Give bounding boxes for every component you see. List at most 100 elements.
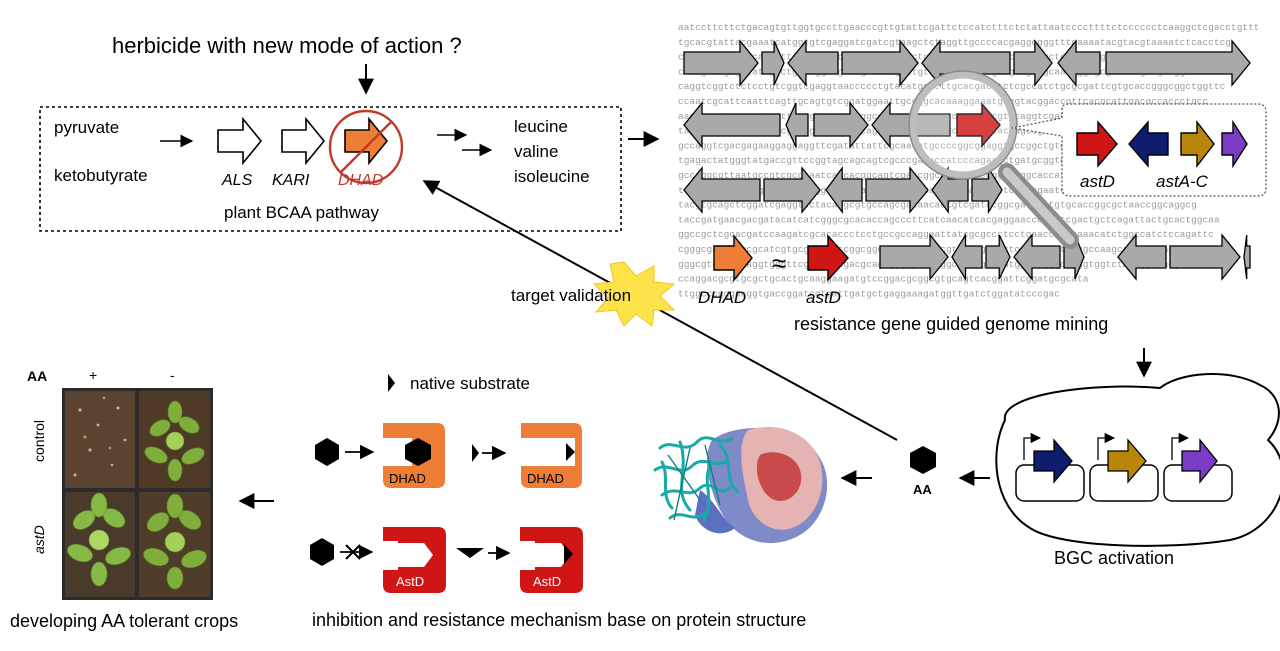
genome-gene-arrow	[985, 234, 1011, 280]
product-valine: valine	[514, 142, 558, 161]
genome-gene-arrow	[841, 39, 919, 87]
equiv-astd-label: astD	[806, 288, 841, 307]
herbicide-question: herbicide with new mode of action ?	[112, 33, 462, 58]
sequence-line: gccaggcgttaatgccgtcgcggaatcaccacggcagtcg…	[678, 170, 1203, 181]
dhad-enzyme-2	[521, 423, 582, 488]
genome-gene-arrow	[785, 102, 809, 148]
genome-gene-arrow	[787, 39, 839, 87]
operon-1	[1015, 432, 1085, 502]
aa-inhibitor-icon-2	[310, 538, 334, 566]
als-gene-arrow	[217, 116, 263, 166]
astd-enzyme-1	[383, 527, 446, 593]
bgc-caption: BGC activation	[1054, 548, 1174, 568]
genome-panel: aatccttcttctgacagtgttggtgccttgaacccgttgt…	[678, 22, 1280, 334]
genome-gene-arrow	[1243, 234, 1251, 280]
substrate-ketobutyrate: ketobutyrate	[54, 166, 148, 185]
product-leucine: leucine	[514, 117, 568, 136]
genome-gene-arrow	[1057, 39, 1101, 87]
genome-caption: resistance gene guided genome mining	[794, 314, 1108, 334]
genome-gene-arrow	[865, 166, 929, 214]
substrate-pyruvate: pyruvate	[54, 118, 119, 137]
native-substrate-icon-2	[456, 548, 484, 558]
sequence-line: ccaatcgcattcaattcagttgcagtgtcggatggaattg…	[678, 96, 1208, 107]
genome-gene-arrow	[879, 233, 949, 281]
plant-column-minus: -	[170, 367, 175, 383]
no-binding-icon	[345, 544, 361, 560]
pathway-panel: herbicide with new mode of action ? pyru…	[39, 33, 622, 232]
plant-panel: AA + - control astD	[10, 367, 238, 631]
bgc-activation-panel: BGC activation	[995, 372, 1280, 568]
sequence-line: tacgtgcagctcggatcgaggtcctacaagcgtgccagcg…	[678, 200, 1197, 211]
aa-label: AA	[913, 482, 932, 497]
operon-2	[1089, 432, 1159, 502]
aa-compound-icon	[910, 446, 936, 474]
cluster-gene-astb	[1180, 119, 1215, 169]
kari-gene-arrow	[281, 116, 326, 166]
gene-cluster-callout: astD astA-C	[1011, 103, 1267, 197]
plant-photo-control-minus	[139, 391, 210, 488]
genome-gene-arrow	[683, 39, 759, 87]
genome-gene-arrow	[683, 101, 781, 149]
native-substrate-icon-1	[472, 444, 479, 462]
genome-gene-arrow	[1105, 39, 1251, 87]
dhad-label-1: DHAD	[389, 471, 426, 486]
sequence-line: caggtcggtctctcctgtcggtcgaggtaaccccctgtac…	[678, 81, 1226, 92]
plant-photo-astd-plus	[65, 492, 135, 597]
genome-gene-arrow	[763, 166, 821, 214]
sequence-line: ttggcccgggacggtgaccggatcgtgattgatgctgagg…	[678, 288, 1060, 299]
enzyme-kari: KARI	[272, 172, 310, 189]
astd-label-1: AstD	[396, 574, 424, 589]
pathway-box	[39, 106, 622, 232]
genome-gene-arrow	[825, 166, 863, 214]
cluster-gene-astd	[1076, 120, 1118, 168]
substrate-legend-icon	[388, 374, 395, 392]
astd-enzyme-2	[520, 527, 583, 593]
sequence-line: taccgatgaacgacgatacatcatcgggcgcacaccagcc…	[678, 214, 1220, 225]
equiv-astd-arrow	[807, 234, 849, 282]
genome-gene-arrow	[971, 165, 1003, 215]
validation-label: target validation	[511, 286, 631, 305]
cluster-gene-asta	[1128, 120, 1169, 168]
cluster-label-astac: astA-C	[1156, 172, 1209, 191]
substrate-legend-label: native substrate	[410, 374, 530, 393]
genome-gene-arrow	[813, 101, 869, 149]
genome-gene-arrow	[1117, 233, 1167, 281]
sequence-line: tgagactatgggtatgaccgttccggtagcagcagtcgcc…	[678, 155, 1208, 166]
dhad-gene-arrow	[344, 116, 389, 166]
equiv-dhad-arrow	[713, 234, 753, 282]
plant-caption: developing AA tolerant crops	[10, 611, 238, 631]
product-isoleucine: isoleucine	[514, 167, 590, 186]
native-substrate-bound-1	[566, 443, 575, 461]
astd-label-2: AstD	[533, 574, 561, 589]
genome-gene-arrow	[1013, 233, 1061, 281]
genome-gene-arrow	[683, 166, 761, 214]
plant-column-plus: +	[89, 367, 97, 383]
equiv-dhad-label: DHAD	[698, 288, 746, 307]
sequence-line: tgcacgtattacgaaatcatggcgtcgaggatcgatcgta…	[678, 37, 1231, 48]
sequence-line: gccaggtcgacgagaaggaggaggttcgatattattcgca…	[678, 140, 1203, 151]
cluster-gene-astc	[1221, 119, 1248, 169]
plant-photo-astd-minus	[139, 492, 210, 597]
enzyme-dhad: DHAD	[338, 172, 384, 189]
hit-gene-arrow	[956, 101, 1001, 149]
plant-header-aa: AA	[27, 368, 47, 384]
forbidden-icon	[328, 109, 404, 185]
enzyme-als: ALS	[221, 172, 253, 189]
operon-3	[1163, 432, 1233, 502]
dhad-label-2: DHAD	[527, 471, 564, 486]
sequence-line: ccaggacgcgtgcgctgcactgcaaggaagatgtccggac…	[678, 274, 1089, 285]
genome-gene-arrow	[1013, 39, 1053, 87]
plant-row-astd: astD	[31, 525, 47, 554]
equiv-symbol: ≈	[772, 248, 786, 278]
cluster-label-astd: astD	[1080, 172, 1115, 191]
plant-row-control: control	[31, 420, 47, 462]
plant-photo-control-plus	[65, 391, 135, 488]
aa-inhibitor-icon-1	[315, 438, 339, 466]
aa-bound-icon-1	[405, 438, 431, 466]
mechanism-caption: inhibition and resistance mechanism base…	[312, 610, 806, 630]
protein-structure-image	[653, 426, 828, 544]
genome-gene-arrow	[951, 232, 983, 282]
magnifier-icon	[908, 70, 1079, 249]
sequence-line: aatccttcttctgacagtgttggtgccttgaacccgttgt…	[678, 22, 1280, 33]
